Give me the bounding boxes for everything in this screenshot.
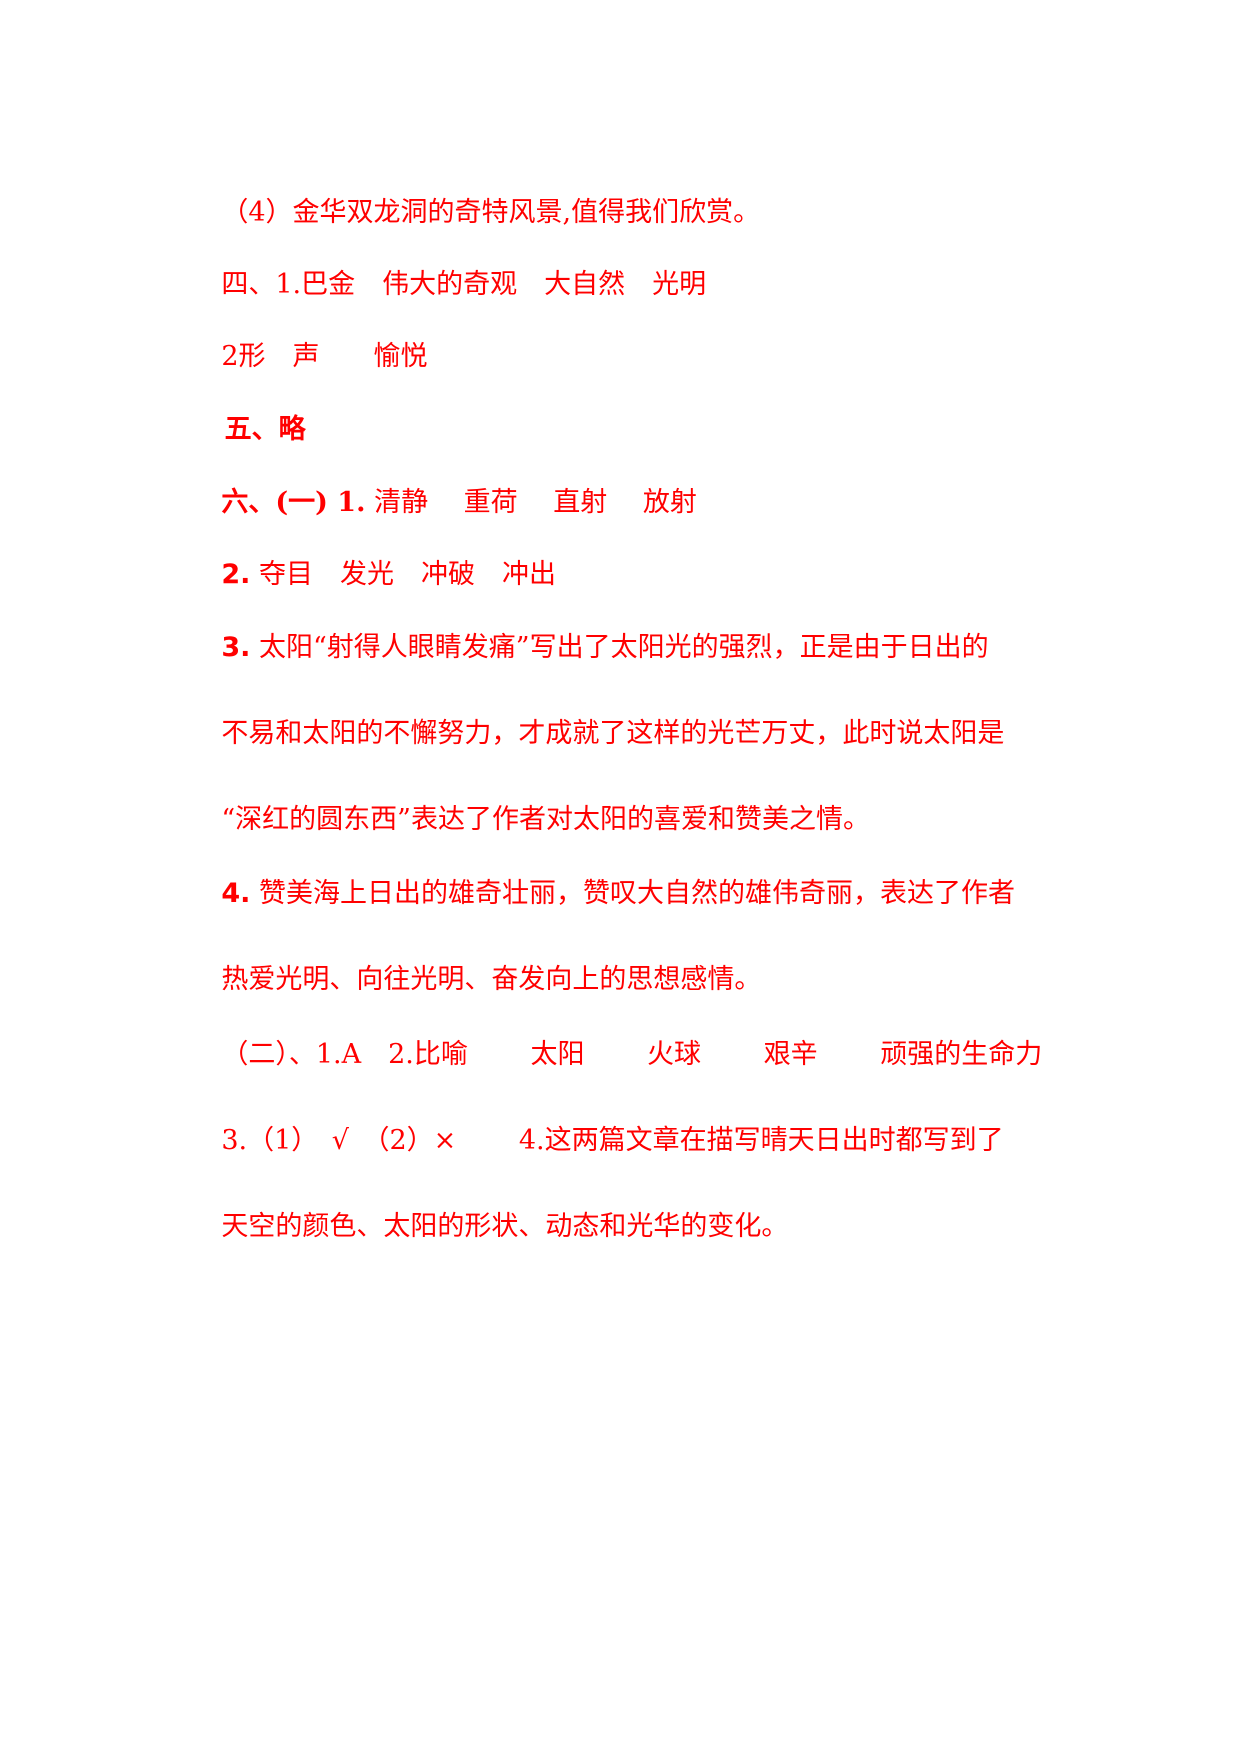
section-6-part-2-answers-1-2: （二）、1.A 2.比喻 太阳 火球 艰辛 顽强的生命力: [187, 1004, 1042, 1106]
line-text: 3.（1） √ （2）× 4.这两篇文章在描写晴天日出时都写到了: [221, 1125, 1004, 1156]
line-text: 赞美海上日出的雄奇壮丽，赞叹大自然的雄伟奇丽，表达了作者: [250, 878, 1015, 909]
line-text: “深红的圆东西”表达了作者对太阳的喜爱和赞美之情。: [221, 804, 870, 835]
section-6-part-1-answer-3-line-1: 3. 太阳“射得人眼睛发痛”写出了太阳光的强烈，正是由于日出的: [187, 597, 989, 699]
line-text: 清静 重荷 直射 放射: [365, 487, 697, 518]
section-6-part-1-answer-3-line-2: 不易和太阳的不懈努力，才成就了这样的光芒万丈，此时说太阳是: [187, 683, 1004, 785]
section-6-part-1-answer-2: 2. 夺目 发光 冲破 冲出: [187, 524, 556, 626]
line-text: 五、略: [224, 414, 306, 445]
section-4-answer-1: 四、1.巴金 伟大的奇观 大自然 光明: [187, 234, 706, 336]
section-6-part-2-answer-4-line-2: 天空的颜色、太阳的形状、动态和光华的变化。: [187, 1176, 788, 1278]
section-6-part-1-answer-3-line-3: “深红的圆东西”表达了作者对太阳的喜爱和赞美之情。: [187, 769, 870, 871]
line-text: 夺目 发光 冲破 冲出: [250, 559, 556, 590]
question-number: 六、(一) 1.: [221, 487, 366, 518]
question-number: 3.: [221, 632, 251, 663]
question-number: 4.: [221, 878, 251, 909]
section-6-part-1-answer-4-line-1: 4. 赞美海上日出的雄奇壮丽，赞叹大自然的雄伟奇丽，表达了作者: [187, 843, 1015, 945]
line-text: （二）、1.A 2.比喻 太阳 火球 艰辛 顽强的生命力: [221, 1039, 1043, 1070]
line-text: 太阳“射得人眼睛发痛”写出了太阳光的强烈，正是由于日出的: [250, 632, 989, 663]
section-4-answer-2: 2形 声 愉悦: [187, 306, 428, 408]
section-6-part-1-answer-4-line-2: 热爱光明、向往光明、奋发向上的思想感情。: [187, 929, 761, 1031]
line-text: 四、1.巴金 伟大的奇观 大自然 光明: [221, 269, 707, 300]
section-6-part-2-answers-3-4: 3.（1） √ （2）× 4.这两篇文章在描写晴天日出时都写到了: [187, 1090, 1004, 1192]
question-number: 2.: [221, 559, 251, 590]
line-text: 天空的颜色、太阳的形状、动态和光华的变化。: [221, 1211, 789, 1242]
answer-line-4-scenery: （4）金华双龙洞的奇特风景,值得我们欣赏。: [187, 162, 760, 264]
line-text: 热爱光明、向往光明、奋发向上的思想感情。: [221, 964, 762, 995]
section-5-heading: 五、略: [187, 379, 306, 481]
section-6-part-1-answer-1: 六、(一) 1. 清静 重荷 直射 放射: [187, 452, 697, 554]
line-text: （4）金华双龙洞的奇特风景,值得我们欣赏。: [221, 197, 761, 228]
line-text: 2形 声 愉悦: [221, 341, 428, 372]
line-text: 不易和太阳的不懈努力，才成就了这样的光芒万丈，此时说太阳是: [221, 718, 1005, 749]
